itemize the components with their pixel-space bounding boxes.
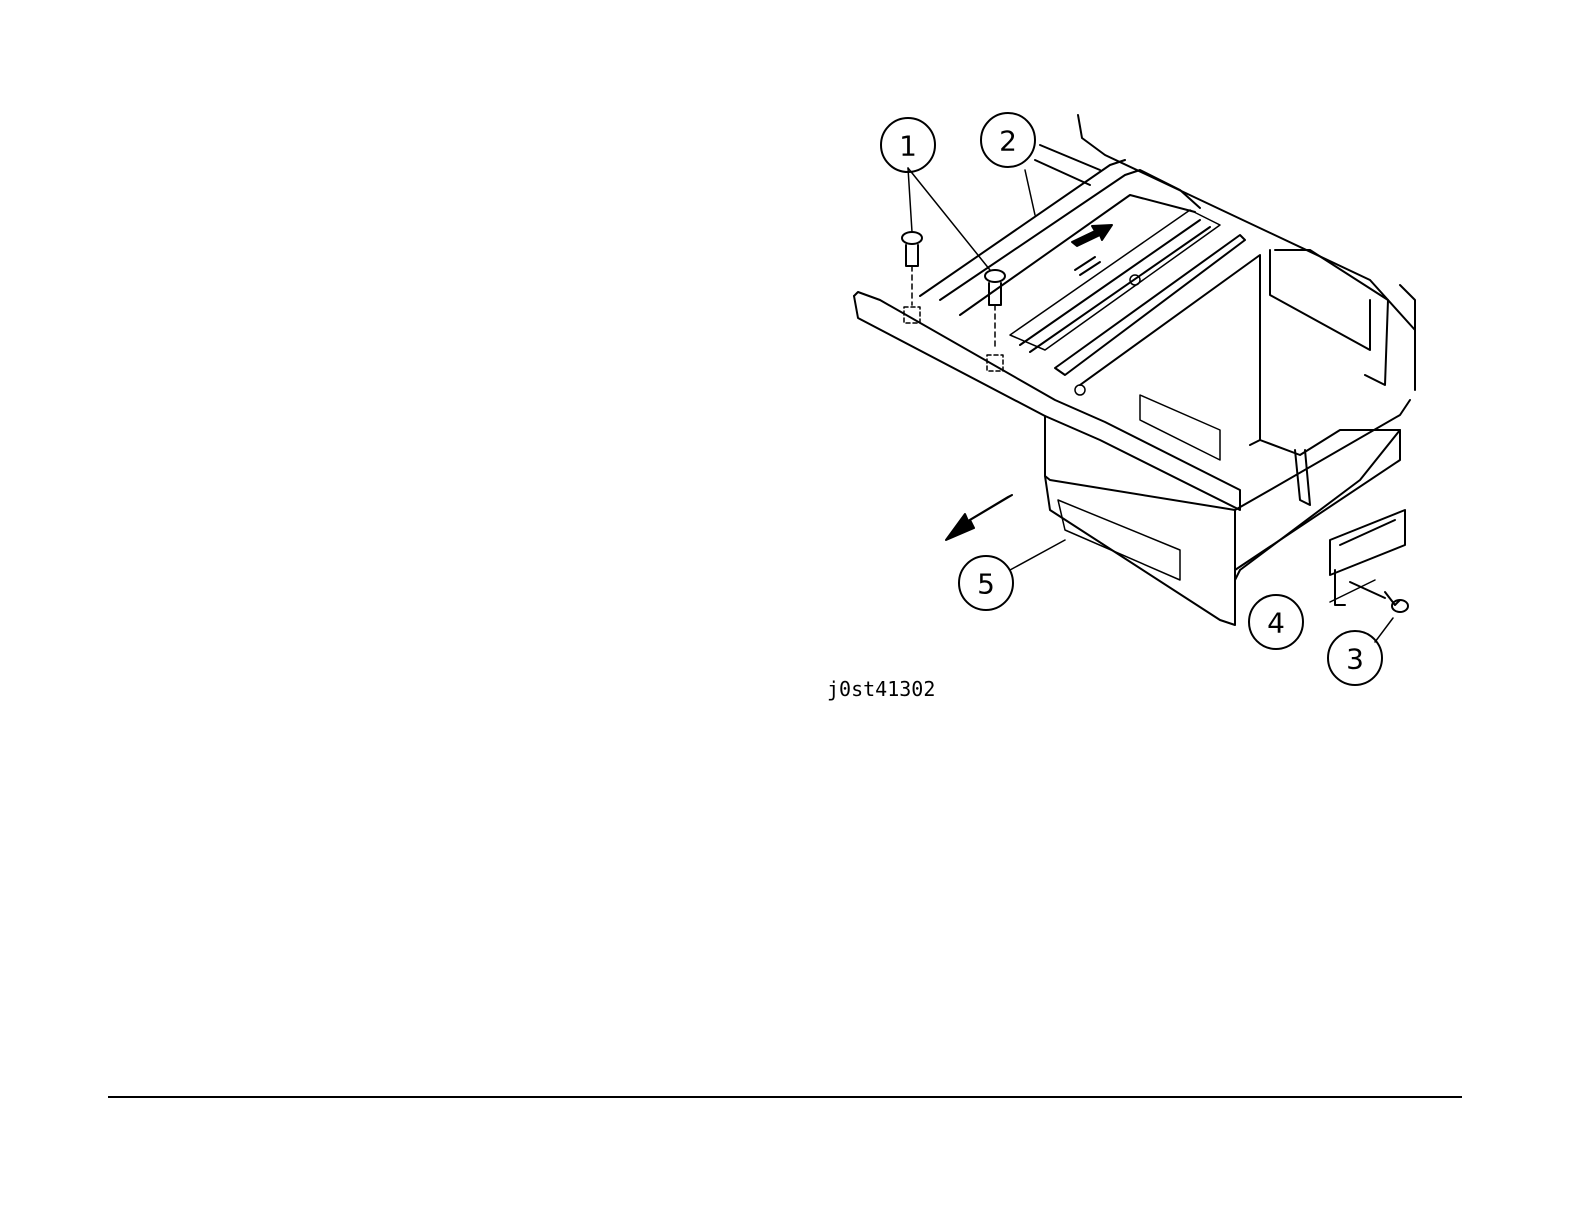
callout-3-label: 3 <box>1346 643 1364 676</box>
figure-id-label: j0st41302 <box>827 677 935 701</box>
callout-5: 5 <box>959 556 1013 610</box>
callout-2: 2 <box>981 113 1035 167</box>
paper-tray <box>854 160 1410 625</box>
tray-removal-illustration: 1 2 3 4 5 <box>840 100 1440 700</box>
bracket-screw <box>1350 582 1408 612</box>
callout-3: 3 <box>1328 631 1382 685</box>
tray-drawing: 1 2 3 4 5 <box>840 100 1440 700</box>
callout-1: 1 <box>881 118 935 172</box>
callout-5-label: 5 <box>977 568 995 601</box>
push-arrow <box>1072 225 1112 246</box>
callout-4: 4 <box>1249 595 1303 649</box>
pull-out-arrow <box>946 495 1012 540</box>
machine-frame <box>1035 115 1415 390</box>
callout-1-label: 1 <box>899 130 917 163</box>
footer-divider <box>108 1096 1462 1098</box>
callout-2-label: 2 <box>999 125 1017 158</box>
callout-4-label: 4 <box>1267 607 1285 640</box>
